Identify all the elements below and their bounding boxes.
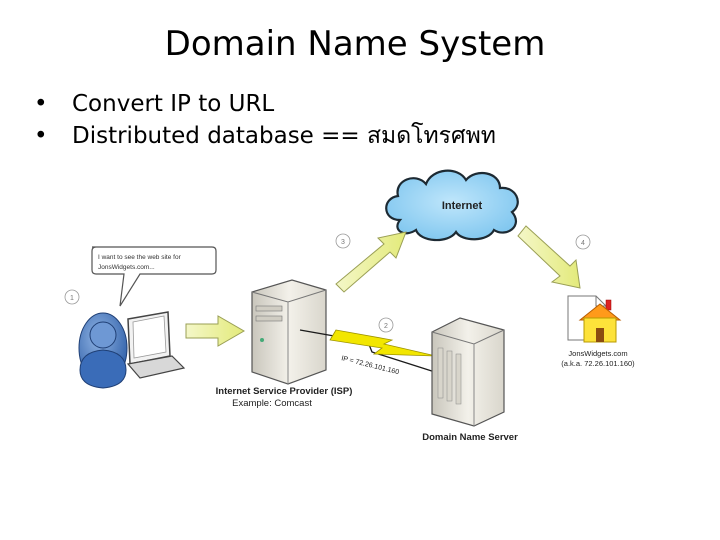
step-2-number: 2 (384, 323, 388, 330)
step-4-marker: 4 (575, 234, 591, 250)
arrow-internet-to-website (517, 225, 581, 289)
step-3-marker: 3 (335, 233, 351, 249)
isp-server-icon (251, 279, 327, 385)
isp-label: Internet Service Provider (ISP) (216, 386, 353, 397)
dns-server-label: Domain Name Server (422, 432, 518, 443)
internet-label: Internet (442, 200, 483, 212)
bullet-text: Distributed database == สมดโทรศพท (72, 123, 496, 149)
arrow-user-to-isp (185, 315, 246, 347)
step-2-marker: 2 (378, 317, 394, 333)
speech-bubble-line-1: I want to see the web site for (98, 254, 182, 261)
bullet-list: • Convert IP to URL • Distributed database… (34, 88, 496, 152)
arrow-isp-to-internet (335, 231, 407, 293)
step-1-number: 1 (70, 295, 74, 302)
speech-bubble-line-2: JonsWidgets.com... (98, 264, 155, 271)
speech-bubble: I want to see the web site for JonsWidge… (91, 246, 217, 307)
user-icon (78, 312, 128, 389)
bullet-item: • Distributed database == สมดโทรศพท (34, 120, 496, 152)
step-1-marker: 1 (64, 289, 80, 305)
dns-server-icon (431, 317, 505, 427)
laptop-icon (126, 311, 186, 379)
internet-cloud: Internet (385, 169, 519, 242)
bullet-item: • Convert IP to URL (34, 88, 496, 120)
lightning-bolt-icon (329, 329, 437, 357)
slide-title: Domain Name System (164, 24, 546, 64)
step-3-number: 3 (341, 239, 345, 246)
website-house-icon (567, 295, 622, 343)
website-name-label: JonsWidgets.com (568, 349, 627, 358)
isp-example-label: Example: Comcast (232, 398, 312, 409)
website-alias-label: (a.k.a. 72.26.101.160) (561, 359, 635, 368)
step-4-number: 4 (581, 240, 585, 247)
bullet-text: Convert IP to URL (72, 91, 275, 117)
bullet-dot: • (34, 91, 48, 117)
bullet-dot: • (34, 123, 48, 149)
